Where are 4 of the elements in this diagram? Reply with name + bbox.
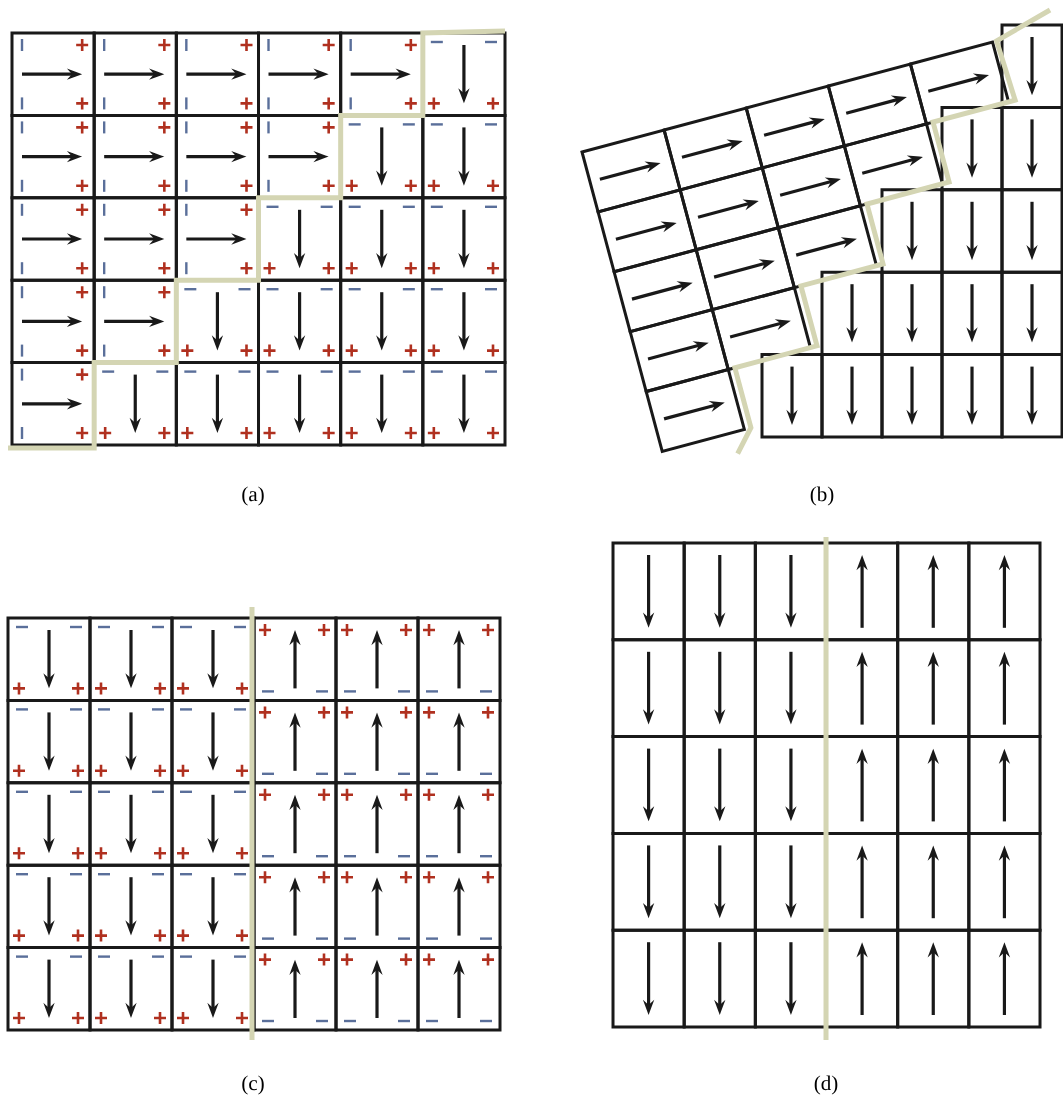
panel-label: (a): [242, 486, 264, 506]
panel-label: (b): [810, 486, 834, 506]
panel-label: (c): [242, 1075, 264, 1095]
panel-label: (d): [814, 1075, 838, 1095]
